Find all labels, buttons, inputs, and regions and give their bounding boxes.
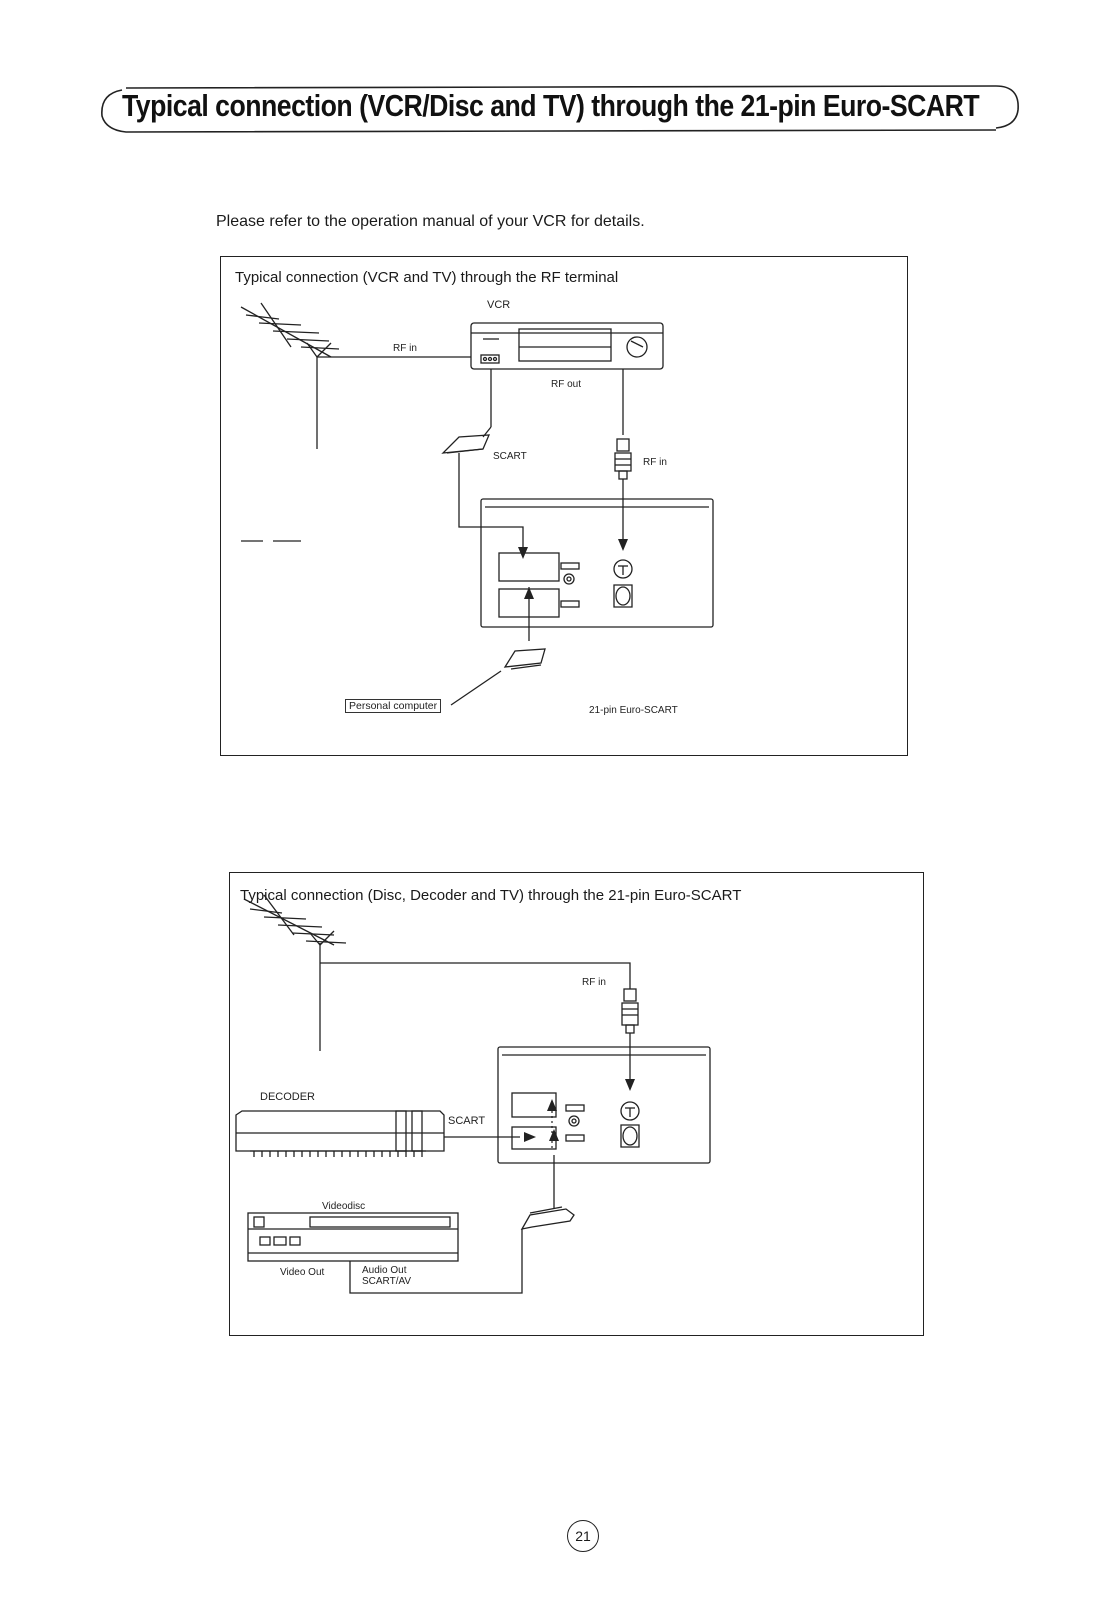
page-title: Typical connection (VCR/Disc and TV) thr… bbox=[122, 88, 980, 123]
intro-text: Please refer to the operation manual of … bbox=[216, 213, 645, 230]
euro-scart-label: 21-pin Euro-SCART bbox=[589, 705, 678, 716]
scart-plug-icon bbox=[503, 648, 546, 670]
personal-computer-label: Personal computer bbox=[345, 699, 442, 713]
rf-in-antenna-label: RF in bbox=[393, 343, 417, 354]
vcr-device-icon bbox=[470, 322, 664, 370]
scart-plug-icon bbox=[441, 426, 492, 454]
scart-label: SCART bbox=[493, 451, 527, 462]
decoder-label: DECODER bbox=[260, 1091, 316, 1103]
scart-connection-diagram bbox=[235, 894, 711, 1294]
audio-out-label: Audio Out bbox=[362, 1265, 407, 1276]
rf-in-tv-label: RF in bbox=[643, 457, 667, 468]
scart-av-label: SCART/AV bbox=[362, 1276, 412, 1287]
video-out-label: Video Out bbox=[280, 1267, 325, 1278]
scart-label: SCART bbox=[448, 1115, 486, 1127]
figure-rf-caption: Typical connection (VCR and TV) through … bbox=[235, 269, 619, 286]
page-number: 21 bbox=[567, 1520, 599, 1552]
scart-plug-icon bbox=[520, 1206, 575, 1230]
figure-scart-connection: Typical connection (Disc, Decoder and TV… bbox=[229, 872, 924, 1336]
rf-plug-icon bbox=[614, 438, 632, 480]
figure-scart-caption: Typical connection (Disc, Decoder and TV… bbox=[240, 887, 742, 904]
videodisc-device-icon bbox=[247, 1212, 459, 1262]
title-banner-outline bbox=[101, 85, 1019, 133]
videodisc-label: Videodisc bbox=[322, 1201, 366, 1212]
rf-connection-diagram bbox=[240, 302, 714, 706]
title-banner: Typical connection (VCR/Disc and TV) thr… bbox=[96, 82, 1028, 140]
tv-rear-panel-icon bbox=[480, 498, 714, 628]
tv-rear-panel-icon bbox=[497, 1046, 711, 1164]
antenna-icon bbox=[240, 302, 340, 449]
antenna-icon bbox=[243, 894, 347, 1051]
figure-rf-connection: Typical connection (VCR and TV) through … bbox=[220, 256, 908, 756]
rf-in-label: RF in bbox=[582, 977, 606, 988]
decoder-device-icon bbox=[235, 1110, 445, 1157]
vcr-label: VCR bbox=[487, 299, 511, 311]
rf-plug-icon bbox=[621, 988, 639, 1034]
rf-out-label: RF out bbox=[551, 379, 582, 390]
